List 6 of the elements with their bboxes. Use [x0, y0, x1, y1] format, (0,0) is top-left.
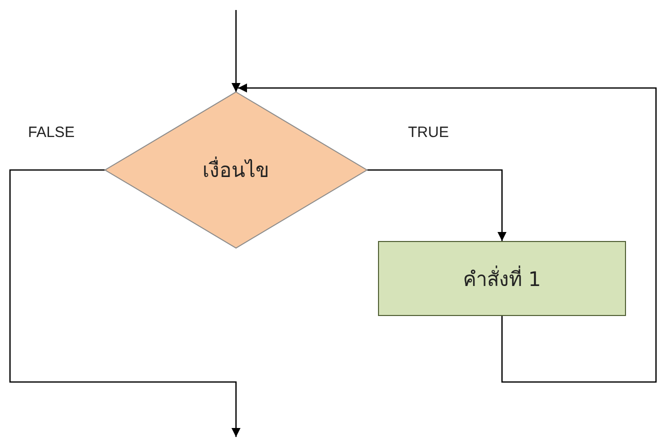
node-text: คำสั่งที่ 1	[462, 264, 542, 292]
arrow	[232, 10, 240, 92]
arrow	[238, 84, 657, 383]
node-text: เงื่อนไข	[202, 156, 270, 184]
arrow	[367, 169, 506, 241]
arrow	[9, 169, 240, 437]
